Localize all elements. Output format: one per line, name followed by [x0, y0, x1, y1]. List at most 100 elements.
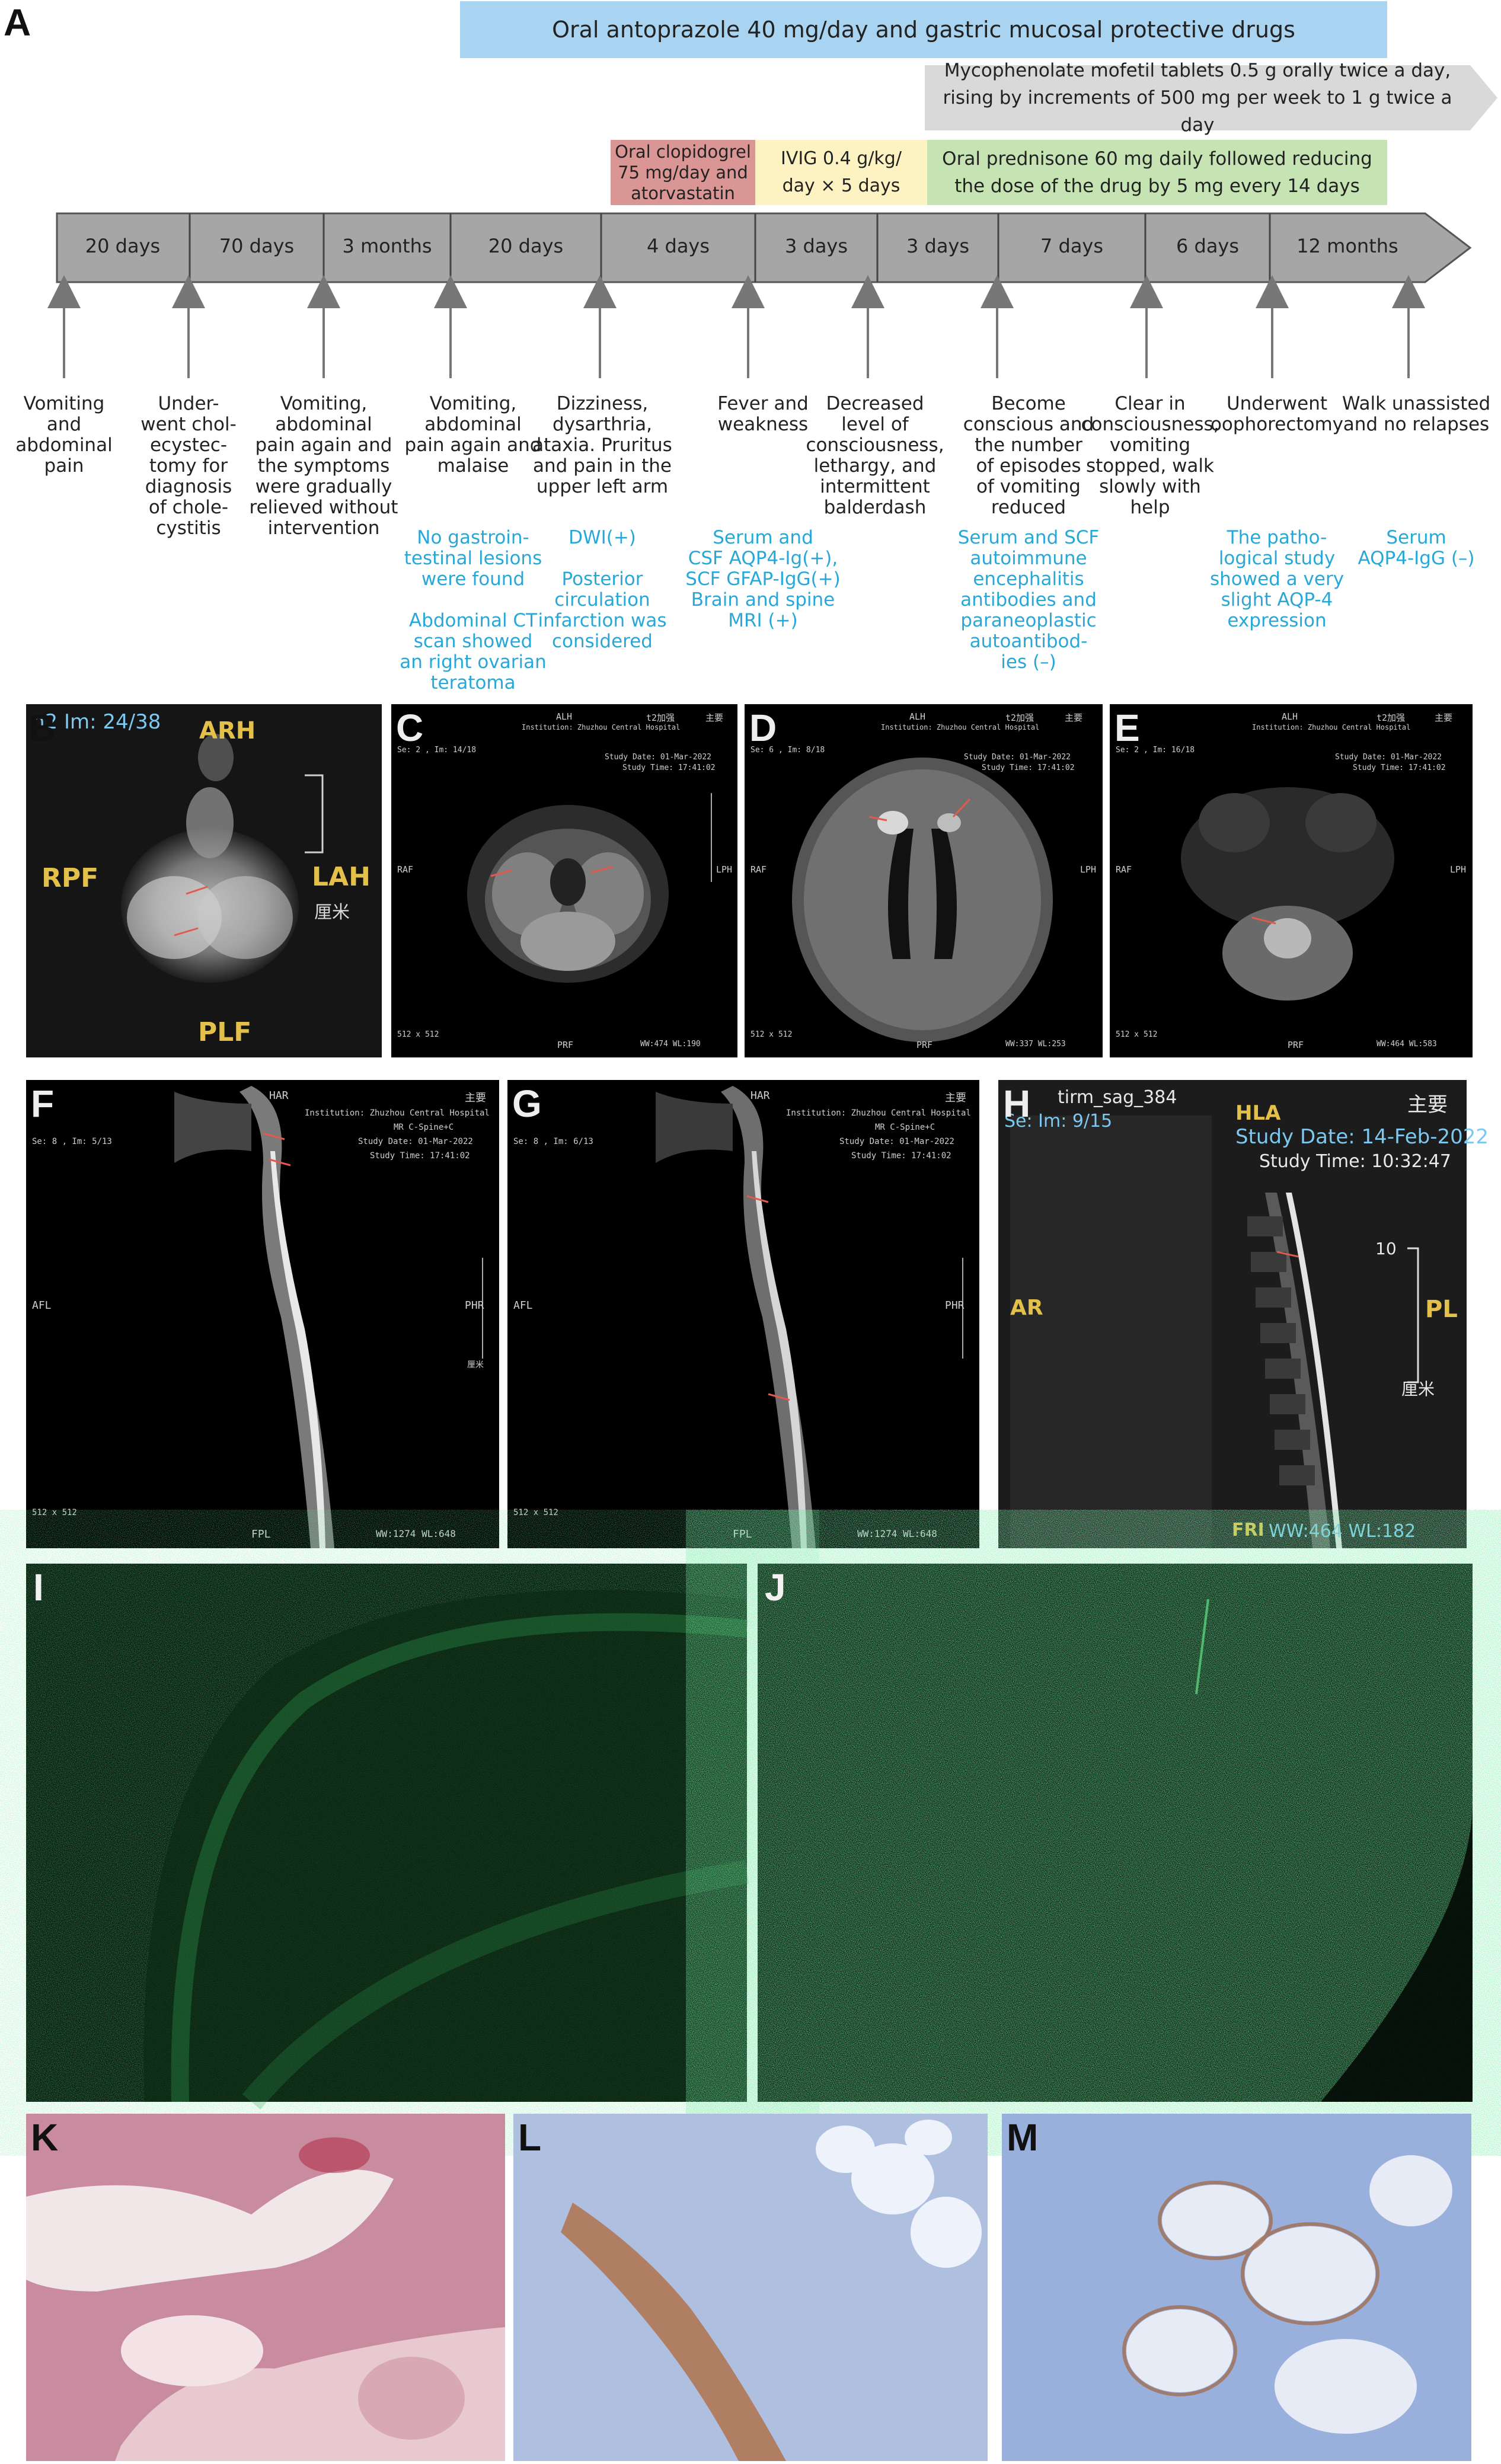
- duration-5: 4 days: [646, 235, 710, 257]
- panel-d-mri: ALH t2加强 主要 Institution: Zhuzhou Central…: [745, 704, 1103, 1057]
- panel-h-unit: 厘米: [1401, 1379, 1435, 1399]
- panel-b-series: n2 Im: 24/38: [32, 710, 161, 734]
- panel-f-top: HAR: [269, 1089, 289, 1102]
- panel-h-top: HLA: [1235, 1101, 1281, 1125]
- panel-k-histology: [26, 2114, 505, 2461]
- panel-label-j: J: [765, 1566, 786, 1609]
- panel-e-study-date: Study Date: 01-Mar-2022: [1335, 753, 1442, 762]
- panel-d-right: LPH: [1080, 864, 1097, 875]
- duration-3: 3 months: [342, 235, 432, 257]
- panel-label-l: L: [518, 2116, 542, 2159]
- ivig-line-2: day × 5 days: [782, 175, 900, 196]
- panel-b-arh: ARH: [199, 717, 256, 744]
- panel-h-left: AR: [1010, 1296, 1043, 1320]
- panel-f-study-date: Study Date: 01-Mar-2022: [358, 1137, 473, 1146]
- panel-g-se: Se: 8 , Im: 6/13: [513, 1137, 593, 1146]
- panel-d-matrix: 512 x 512: [750, 1030, 793, 1039]
- panel-m-histology: [1002, 2114, 1471, 2461]
- panel-label-h: H: [1003, 1082, 1031, 1125]
- panel-g-study-date: Study Date: 01-Mar-2022: [839, 1137, 954, 1146]
- panel-label-b: B: [28, 707, 56, 749]
- duration-8: 7 days: [1040, 235, 1104, 257]
- panel-g-top: HAR: [750, 1089, 770, 1102]
- timeline-arrow: [56, 212, 1472, 283]
- panel-c-matrix: 512 x 512: [397, 1030, 439, 1039]
- duration-labels: 20 days 70 days 3 months 20 days 4 days …: [56, 212, 1473, 283]
- panel-g-scan: [656, 1086, 963, 1548]
- ivig-line-1: IVIG 0.4 g/kg/: [781, 148, 902, 169]
- panel-j-fluorescence: [758, 1564, 1473, 2102]
- panel-c-left: RAF: [397, 864, 414, 875]
- panel-c-right: LPH: [716, 864, 733, 875]
- clopidogrel-line-2: 75 mg/day and: [618, 162, 748, 183]
- panel-e-mri: ALH t2加强 主要 Institution: Zhuzhou Central…: [1110, 704, 1473, 1057]
- panel-g-study-time: Study Time: 17:41:02: [851, 1151, 951, 1161]
- panel-f-institution: Institution: Zhuzhou Central Hospital: [305, 1108, 490, 1118]
- panel-e-se: Se: 2 , Im: 16/18: [1116, 746, 1195, 755]
- panel-c-tag-main: 主要: [705, 712, 724, 723]
- panel-c-top: ALH: [556, 711, 573, 722]
- panel-d-study-time: Study Time: 17:41:02: [982, 763, 1075, 772]
- panel-b-lah: LAH: [312, 862, 371, 892]
- panel-e-left: RAF: [1116, 864, 1132, 875]
- panel-label-c: C: [396, 707, 424, 749]
- panel-l-histology: [513, 2114, 988, 2461]
- panel-e-study-time: Study Time: 17:41:02: [1353, 763, 1446, 772]
- panel-d-study-date: Study Date: 01-Mar-2022: [964, 753, 1071, 762]
- panel-label-a: A: [4, 1, 31, 44]
- panel-f-study-time: Study Time: 17:41:02: [370, 1151, 470, 1161]
- panel-h-study-date: Study Date: 14-Feb-2022: [1235, 1125, 1489, 1149]
- panel-b-rpf: RPF: [41, 863, 99, 893]
- panel-d-bottom: PRF: [916, 1040, 933, 1050]
- panel-f-tag: 主要: [465, 1092, 486, 1104]
- panel-f-mri: HAR 主要 Institution: Zhuzhou Central Hosp…: [26, 1080, 499, 1548]
- panel-label-g: G: [512, 1082, 542, 1125]
- panel-e-matrix: 512 x 512: [1116, 1030, 1158, 1039]
- panel-k-image: [26, 2114, 505, 2461]
- panel-g-wl: WW:1274 WL:648: [857, 1528, 937, 1539]
- panel-e-top: ALH: [1282, 711, 1298, 722]
- panel-d-left: RAF: [750, 864, 767, 875]
- panel-b-plf: PLF: [198, 1017, 252, 1047]
- panel-j-image: [758, 1564, 1473, 2102]
- panel-g-right: PHR: [945, 1299, 965, 1312]
- panel-e-bottom: PRF: [1288, 1040, 1304, 1050]
- antoprazole-bar: Oral antoprazole 40 mg/day and gastric m…: [460, 1, 1387, 58]
- panel-f-unit: 厘米: [467, 1360, 484, 1370]
- panel-h-se: Se: Im: 9/15: [1004, 1111, 1113, 1132]
- clopidogrel-bar: Oral clopidogrel 75 mg/day and atorvasta…: [611, 140, 755, 205]
- panel-f-matrix: 512 x 512: [32, 1508, 77, 1517]
- panel-g-matrix: 512 x 512: [513, 1508, 558, 1517]
- panel-g-mri: HAR 主要 Institution: Zhuzhou Central Hosp…: [507, 1080, 979, 1548]
- panel-e-scan: [1181, 787, 1394, 1001]
- panel-e-right: LPH: [1450, 864, 1467, 875]
- panel-g-bottom: FPL: [733, 1528, 752, 1541]
- duration-10: 12 months: [1296, 235, 1398, 257]
- panel-m-image: [1002, 2114, 1471, 2461]
- panel-h-study-time: Study Time: 10:32:47: [1259, 1151, 1451, 1172]
- prednisone-bar: Oral prednisone 60 mg daily followed red…: [927, 140, 1387, 205]
- panel-c-tag: t2加强: [646, 712, 675, 723]
- mycophenolate-line-1: Mycophenolate mofetil tablets 0.5 g oral…: [944, 60, 1451, 81]
- panel-e-institution: Institution: Zhuzhou Central Hospital: [1252, 723, 1411, 731]
- mycophenolate-arrow-shape: [925, 65, 1497, 130]
- panel-d-scan: [792, 758, 1053, 1042]
- duration-6: 3 days: [784, 235, 848, 257]
- panel-h-scale: 10: [1375, 1239, 1397, 1258]
- mycophenolate-label: Mycophenolate mofetil tablets 0.5 g oral…: [925, 60, 1470, 136]
- duration-1: 20 days: [85, 235, 161, 257]
- ivig-bar: IVIG 0.4 g/kg/ day × 5 days: [755, 140, 927, 205]
- event-arrows: [47, 275, 1425, 378]
- prednisone-line-1: Oral prednisone 60 mg daily followed red…: [942, 148, 1372, 170]
- panel-l-image: [513, 2114, 988, 2461]
